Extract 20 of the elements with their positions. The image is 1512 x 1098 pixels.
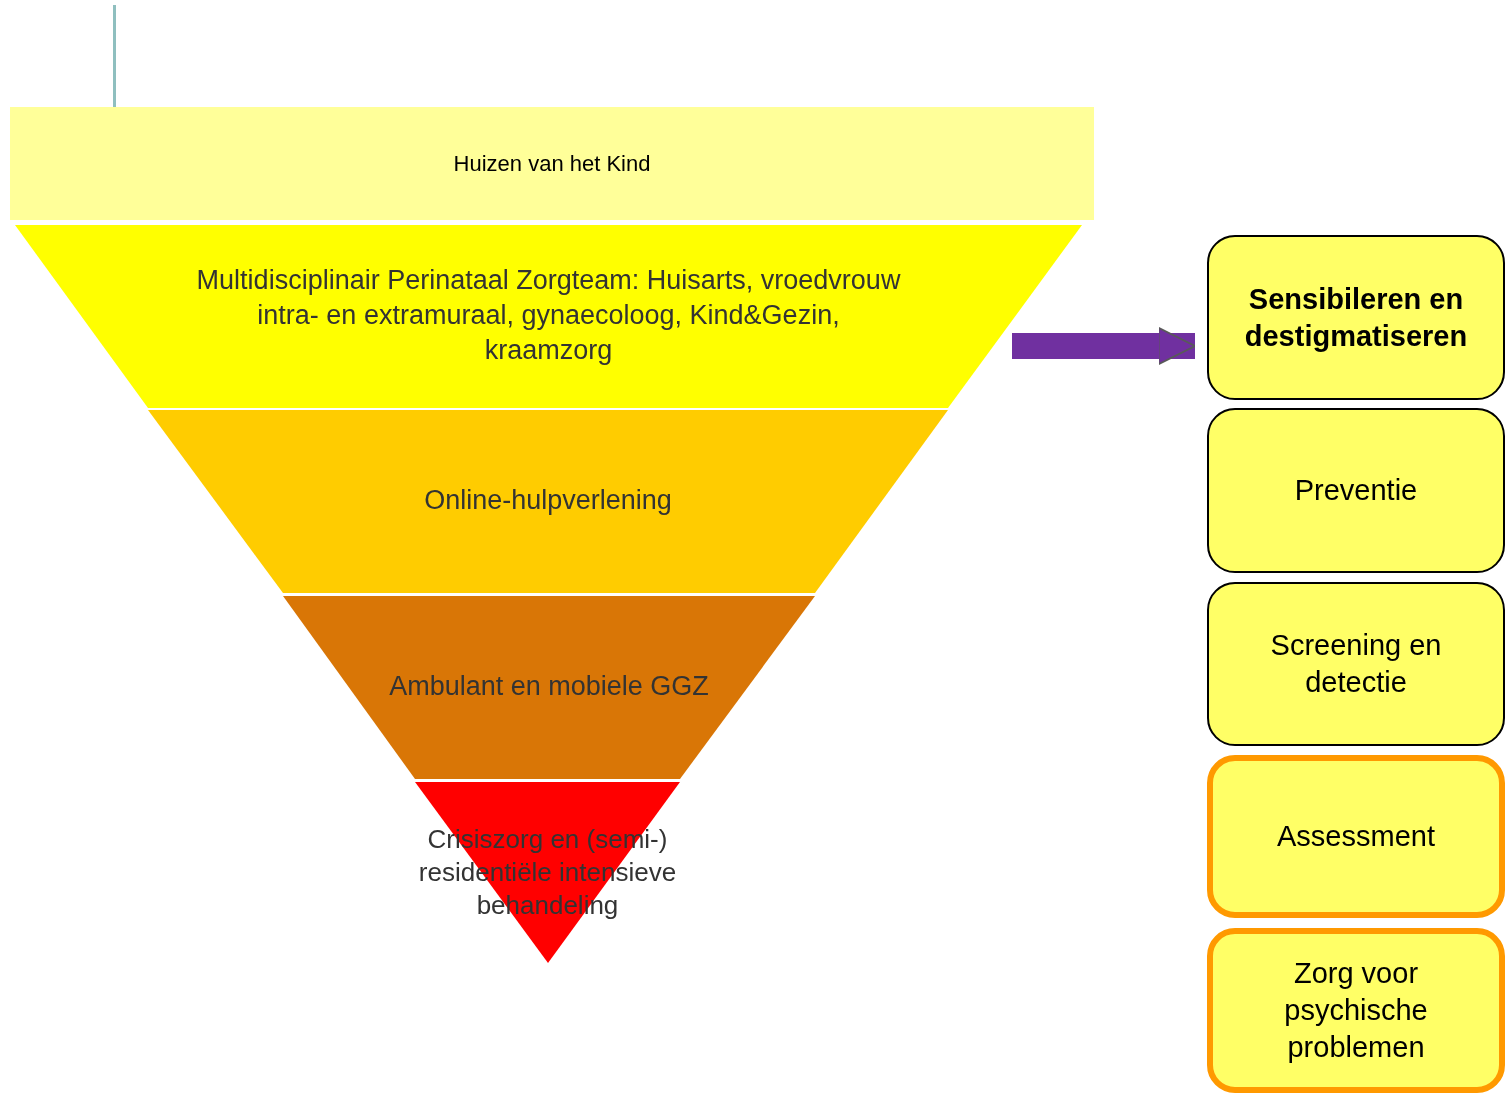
band	[10, 107, 1094, 220]
layer-label: Huizen van het Kind	[453, 149, 651, 178]
layer-label: Screening en detectie	[1269, 628, 1443, 700]
rounded-box	[1207, 408, 1505, 573]
arrow	[1012, 326, 1196, 366]
layer-label: Ambulant en mobiele GGZ	[389, 669, 709, 703]
pyramid-layer	[15, 225, 1082, 408]
layer-label: Sensibileren en destigmatiseren	[1243, 281, 1469, 354]
pyramid-layer	[283, 596, 815, 779]
rounded-box	[1207, 582, 1505, 746]
rounded-box	[1207, 235, 1505, 400]
layer-label: Online-hulpverlening	[424, 483, 672, 517]
pyramid-layer	[148, 410, 948, 593]
rounded-box	[1207, 755, 1505, 918]
layer-label: Assessment	[1277, 819, 1435, 854]
pyramid-tip	[415, 782, 680, 963]
layer-label: Preventie	[1294, 473, 1418, 508]
layer-label: Multidisciplinair Perinataal Zorgteam: Huisarts, vroedvrouw intra- en extramuraal, gynaecoloog, Kind&Gezin, kraamzorg	[195, 263, 902, 367]
rounded-box	[1207, 928, 1505, 1093]
layer-label: Zorg voor psychische problemen	[1283, 956, 1429, 1065]
